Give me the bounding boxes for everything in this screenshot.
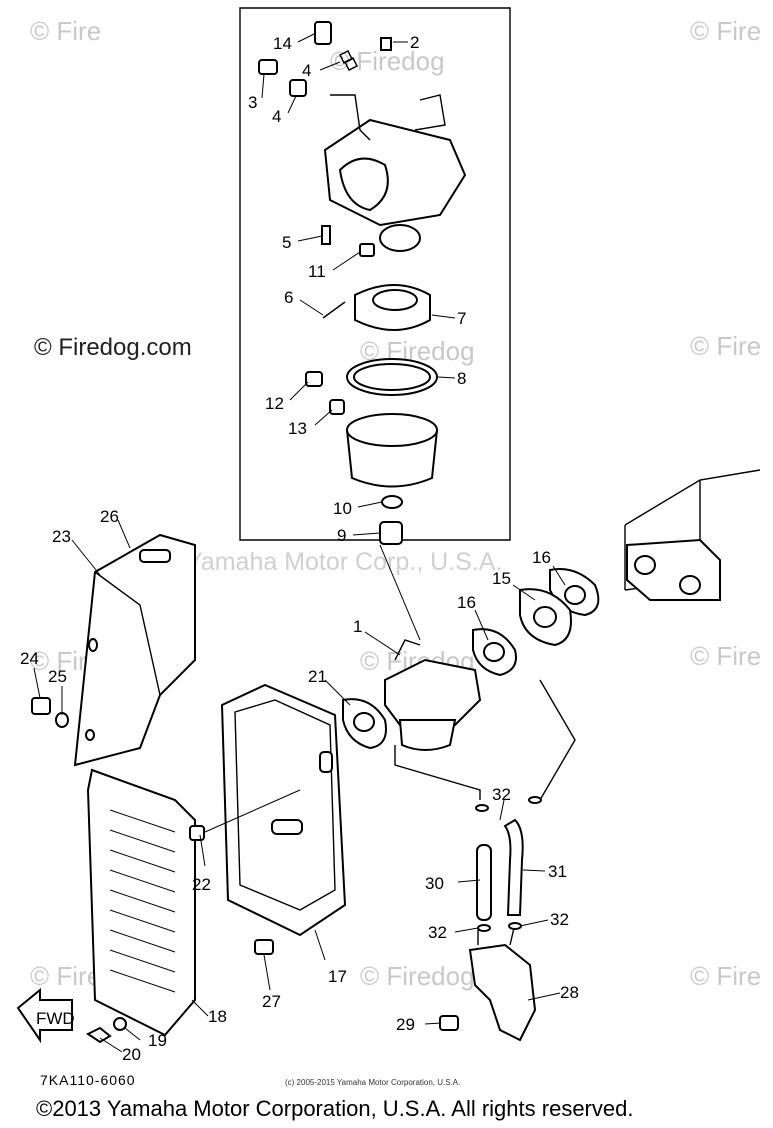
heat-shield — [73, 533, 196, 767]
callout-label: 5 — [282, 233, 291, 252]
callout-label: 9 — [337, 526, 346, 545]
callout-label: 17 — [328, 967, 347, 986]
watermark-main: © Firedog.com — [34, 334, 192, 361]
watermark-layer: © Fire © Firedog © Fire © Firedog.com © … — [30, 16, 761, 991]
callout-label: 24 — [20, 649, 39, 668]
callout-label: 13 — [288, 419, 307, 438]
watermark-lower-right: © Fire — [690, 641, 761, 671]
callout-label: 25 — [48, 667, 67, 686]
callout-label: 30 — [425, 874, 444, 893]
copyright-notice: ©2013 Yamaha Motor Corporation, U.S.A. A… — [36, 1096, 633, 1121]
callout-label: 31 — [548, 862, 567, 881]
carburetor-assembly — [258, 21, 467, 257]
fwd-label: FWD — [36, 1009, 75, 1028]
carburetor-detail-frame — [239, 7, 511, 541]
watermark-bottom-right: © Fire — [690, 961, 761, 991]
callout-label: 32 — [550, 910, 569, 929]
callout-label: 3 — [248, 93, 257, 112]
callout-label: 11 — [308, 262, 326, 281]
callout-label: 19 — [148, 1031, 167, 1050]
callout-label: 32 — [428, 923, 447, 942]
callout-label: 32 — [492, 785, 511, 804]
watermark-bottom-mid: © Firedog — [360, 961, 475, 991]
callout-label: 16 — [532, 548, 551, 567]
frame-leader-line — [379, 544, 421, 641]
callout-label: 8 — [457, 369, 466, 388]
fuel-cock — [439, 927, 537, 1042]
callout-label: 29 — [396, 1015, 415, 1034]
callout-label: 18 — [208, 1007, 227, 1026]
callout-label: 4 — [272, 107, 281, 126]
callout-label: 15 — [492, 569, 511, 588]
callout-label: 21 — [308, 667, 327, 686]
callout-label: 1 — [353, 617, 362, 636]
air-cleaner-cover — [86, 768, 301, 1044]
callout-label: 16 — [457, 593, 476, 612]
callout-label: 23 — [52, 527, 71, 546]
callout-label: 2 — [410, 33, 419, 52]
callout-label: 7 — [457, 309, 466, 328]
watermark-top-right: © Fire — [690, 16, 761, 46]
diagram-code: 7KA110-6060 — [40, 1072, 136, 1088]
float-bowl-parts — [305, 284, 439, 545]
fwd-arrow: FWD — [16, 987, 75, 1044]
washer-25 — [55, 712, 69, 728]
watermark-bottom-left: © Fire — [30, 961, 101, 991]
part-callouts: 14 2 4 3 4 5 11 6 7 8 12 13 10 9 26 23 1… — [20, 33, 579, 1064]
callout-label: 14 — [273, 34, 292, 53]
callout-label: 20 — [122, 1045, 141, 1064]
small-copyright: (c) 2005-2015 Yamaha Motor Corporation, … — [285, 1078, 460, 1087]
air-cleaner-case — [220, 683, 347, 955]
engine-block — [624, 469, 761, 601]
callout-label: 26 — [100, 507, 119, 526]
leader-lines — [33, 32, 566, 1053]
bolt-24 — [31, 697, 51, 715]
watermark-top-left: © Fire — [30, 16, 101, 46]
callout-label: 10 — [333, 499, 352, 518]
callout-label: 4 — [302, 61, 311, 80]
callout-label: 27 — [262, 992, 281, 1011]
watermark-mid-right: © Fire — [690, 331, 761, 361]
callout-label: 28 — [560, 983, 579, 1002]
watermark-center: Yamaha Motor Corp., U.S.A. — [186, 548, 502, 576]
carburetor-main — [384, 639, 482, 751]
callout-label: 22 — [192, 875, 211, 894]
callout-label: 12 — [265, 394, 284, 413]
callout-label: 6 — [284, 288, 293, 307]
